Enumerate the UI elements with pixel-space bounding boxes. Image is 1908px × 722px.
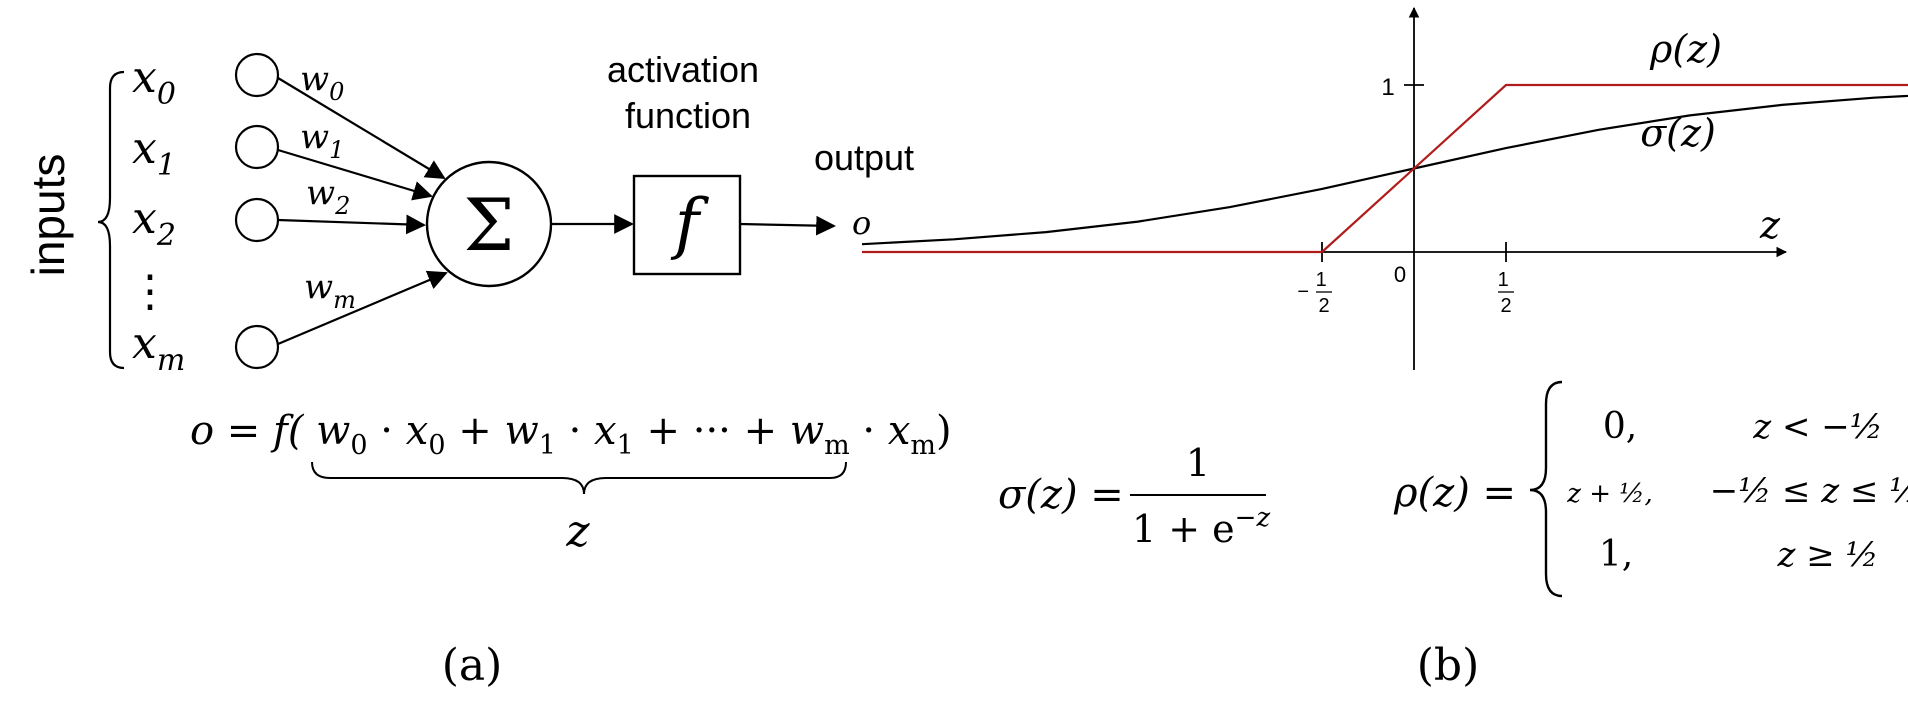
output-symbol: o: [852, 204, 871, 242]
x-axis-label: z: [1759, 203, 1781, 247]
weight-w1-label: w1: [300, 117, 344, 164]
x-tick-pos-half-label: 1 2: [1498, 269, 1515, 317]
rho-cases-brace: [1529, 380, 1563, 598]
edge-activation-to-output: [739, 215, 836, 236]
inputs-ellipsis: ⋮: [128, 266, 172, 317]
input-node-x1: [234, 124, 280, 170]
input-x0-label: x0: [132, 52, 176, 112]
rho-curve-label: ρ(z): [1649, 27, 1722, 71]
sigma-formula-denominator: 1 + e−z: [1132, 503, 1270, 551]
weight-w2-label: w2: [306, 173, 350, 220]
neuron-formula: o = f( w0 · x0 + w1 · x1 + ··· + wm · xm…: [190, 408, 952, 461]
sigma-curve-label: σ(z): [1640, 111, 1716, 155]
edge-wm: [277, 270, 448, 346]
input-node-x2: [234, 197, 280, 243]
input-xm-label: xm: [132, 318, 185, 378]
inputs-label: inputs: [22, 154, 74, 277]
weight-wm-label: wm: [304, 267, 356, 314]
inputs-brace: [97, 70, 125, 370]
rho-case-1-value: 0,: [1603, 406, 1637, 447]
x-tick-origin-label: 0: [1394, 262, 1406, 287]
activation-box: [632, 174, 742, 276]
edge-w2: [277, 214, 426, 235]
input-node-x0: [234, 52, 280, 98]
input-x2-label: x2: [132, 193, 176, 253]
x-tick-neg-half-label: − 1 2: [1297, 269, 1332, 317]
series-rho-line: [862, 83, 1908, 254]
panel-a: inputs x0 x1 x2 ⋮ xm w0 w1 w2 wm Σ activ…: [22, 49, 952, 691]
series-sigma-line: [861, 94, 1908, 246]
rho-case-1-condition: z < −½: [1752, 407, 1882, 447]
weight-w0-label: w0: [300, 59, 344, 106]
activation-label: activation function: [607, 49, 769, 136]
caption-b: (b): [1417, 640, 1480, 691]
sigma-formula-numerator: 1: [1186, 441, 1210, 485]
edge-w0: [277, 77, 446, 180]
rho-case-3-value: 1,: [1599, 534, 1633, 575]
output-label: output: [814, 137, 914, 178]
input-x1-label: x1: [132, 123, 176, 183]
caption-a: (a): [442, 640, 503, 691]
y-tick-one-label: 1: [1381, 74, 1394, 101]
summation-symbol: Σ: [464, 183, 515, 267]
formula-brace-label: z: [565, 506, 590, 557]
rho-case-3-condition: z ≥ ½: [1777, 535, 1879, 575]
edge-w1: [277, 148, 433, 201]
panel-b: 1 − 1 2 0 1 2 z ρ(z) σ(z) σ(z) = 1 1 + e…: [861, 6, 1908, 691]
rho-formula-lhs: ρ(z) =: [1393, 470, 1516, 516]
input-node-xm: [234, 324, 280, 370]
sigma-formula-lhs: σ(z) =: [998, 472, 1124, 518]
formula-underbrace: [311, 461, 847, 495]
rho-case-2-value: z + ½,: [1566, 479, 1652, 509]
rho-case-2-condition: −½ ≤ z ≤ ½: [1710, 471, 1908, 511]
